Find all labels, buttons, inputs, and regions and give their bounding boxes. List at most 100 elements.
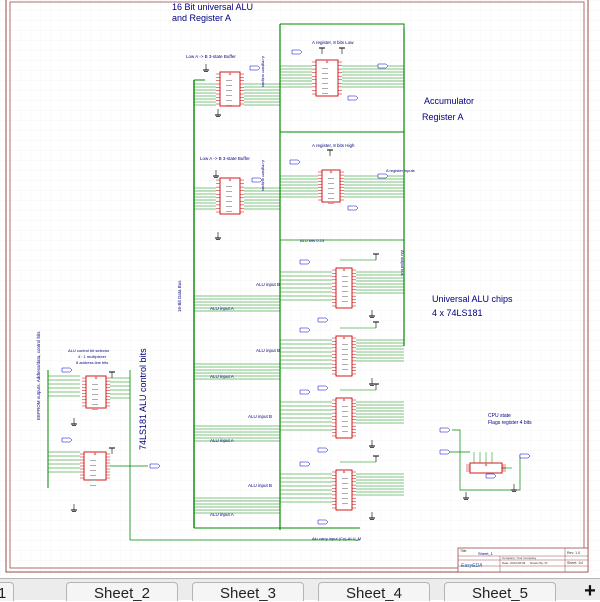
- ground-icon: [203, 64, 209, 72]
- ground-icon: [369, 512, 375, 520]
- drawn-by-label: Drawn By: Pr: [530, 561, 548, 565]
- pin-label-mark: [342, 488, 348, 489]
- data-bus-label: 16-Bit Data Bus: [177, 280, 182, 312]
- ground-icon: [213, 170, 219, 178]
- net-label-flag: [289, 159, 301, 165]
- tab-sheet-3[interactable]: Sheet_3: [192, 582, 304, 601]
- pin-label-mark: [226, 100, 232, 101]
- alu-74ls181-chip-1[interactable]: [332, 267, 356, 309]
- pin-label-mark: [226, 90, 232, 91]
- wire: [280, 23, 405, 28]
- pin-label-mark: [342, 431, 348, 432]
- alu-input-a-2: ALU input A: [210, 374, 234, 379]
- tab-sheet-2[interactable]: Sheet_2: [66, 582, 178, 601]
- alu-address-label: 8 address line bits: [76, 360, 108, 365]
- pin-label-mark: [90, 475, 96, 476]
- reg-low-label: A register, 8 bits Low: [312, 40, 354, 45]
- mux-chip-1[interactable]: [82, 375, 110, 409]
- pin-label-mark: [226, 201, 232, 202]
- power-icon: [373, 253, 379, 260]
- alu-74ls181-chip-4[interactable]: [332, 469, 356, 511]
- chip-layer: [61, 47, 531, 525]
- pin-label-mark: [342, 296, 348, 297]
- alu-input-a-1: ALU input A: [210, 306, 234, 311]
- net-label-flag: [61, 367, 73, 373]
- pin-label-mark: [92, 409, 98, 410]
- pin-label-mark: [226, 196, 232, 197]
- sheet-tab-bar: 1 Sheet_2 Sheet_3 Sheet_4 Sheet_5 +: [0, 578, 600, 601]
- plus-icon: +: [584, 580, 596, 602]
- add-sheet-button[interactable]: +: [580, 581, 600, 601]
- power-icon: [373, 321, 379, 328]
- pin-label-mark: [322, 73, 328, 74]
- alu-chips-label: Universal ALU chips: [432, 294, 513, 304]
- pin-label-mark: [342, 478, 348, 479]
- net-label-flag: [519, 453, 531, 459]
- power-icon: [339, 47, 345, 54]
- alu-bits-label: ALU bits 0-15: [300, 238, 325, 243]
- pin-label-mark: [342, 426, 348, 427]
- pin-label-mark: [322, 78, 328, 79]
- tab-sheet-5[interactable]: Sheet_5: [444, 582, 556, 601]
- pin-label-mark: [90, 485, 96, 486]
- ground-icon: [71, 504, 77, 512]
- pin-label-mark: [342, 483, 348, 484]
- pin-label-mark: [342, 421, 348, 422]
- tab-sheet-4[interactable]: Sheet_4: [318, 582, 430, 601]
- power-icon: [109, 371, 115, 378]
- tab-sheet-3-label: Sheet_3: [220, 585, 276, 601]
- pin-label-mark: [342, 364, 348, 365]
- alu-74ls181-chip-2[interactable]: [332, 335, 356, 377]
- net-label-flag: [347, 205, 359, 211]
- power-icon: [319, 47, 325, 54]
- wire-layer: [47, 23, 521, 541]
- grid-background: [0, 0, 600, 578]
- date-label: Date: 2023-08-09: [502, 561, 526, 565]
- pin-label-mark: [226, 191, 232, 192]
- alu-input-b-1: ALU input B: [256, 282, 280, 287]
- pin-label-mark: [342, 416, 348, 417]
- pin-label-mark: [226, 80, 232, 81]
- pin-label-mark: [90, 465, 96, 466]
- low-buffer-label: Low A -> B 3-state Buffer: [186, 54, 236, 59]
- ground-icon: [215, 232, 221, 240]
- net-label-flag: [485, 473, 497, 479]
- ground-icon: [511, 484, 517, 492]
- net-label-flag: [291, 49, 303, 55]
- flags-register-chip[interactable]: [466, 462, 506, 474]
- register-chip-high[interactable]: [318, 169, 344, 203]
- pin-label-mark: [328, 198, 334, 199]
- net-label-flag: [249, 65, 261, 71]
- alu-input-a-3: ALU input A: [210, 438, 234, 443]
- net-label-flag: [149, 463, 161, 469]
- title-block[interactable]: Title Sheet_1 Company: Your Company Date…: [457, 547, 589, 573]
- pin-label-mark: [92, 394, 98, 395]
- pin-label-mark: [342, 493, 348, 494]
- pin-label-mark: [92, 399, 98, 400]
- pin-label-mark: [92, 404, 98, 405]
- schematic-canvas[interactable]: 16 Bit universal ALU and Register A Accu…: [0, 0, 600, 578]
- pin-label-mark: [328, 188, 334, 189]
- buffer-chip-low[interactable]: [216, 71, 244, 107]
- power-icon: [373, 383, 379, 390]
- net-label-flag: [299, 389, 311, 395]
- pin-label-mark: [328, 178, 334, 179]
- net-label-flag: [251, 177, 263, 183]
- pin-label-mark: [342, 354, 348, 355]
- power-icon: [109, 447, 115, 454]
- tab-sheet-1[interactable]: 1: [0, 582, 14, 601]
- pin-text-layer: [90, 68, 348, 504]
- pin-label-mark: [90, 470, 96, 471]
- pin-label-mark: [342, 406, 348, 407]
- alu-input-b-4: ALU input B: [248, 483, 272, 488]
- pin-label-mark: [342, 503, 348, 504]
- eeprom-outputs-label: EEPROM outputs. Address/data, control bi…: [36, 331, 41, 420]
- net-label-flag: [299, 259, 311, 265]
- mux-chip-2[interactable]: [80, 451, 110, 481]
- alu-carry-label: Alu carry input (Cn)-ALU_M: [312, 536, 361, 541]
- pin-label-mark: [322, 93, 328, 94]
- tab-sheet-5-label: Sheet_5: [472, 585, 528, 601]
- pin-label-mark: [322, 83, 328, 84]
- net-label-flag: [347, 95, 359, 101]
- alu-74ls181-chip-3[interactable]: [332, 397, 356, 439]
